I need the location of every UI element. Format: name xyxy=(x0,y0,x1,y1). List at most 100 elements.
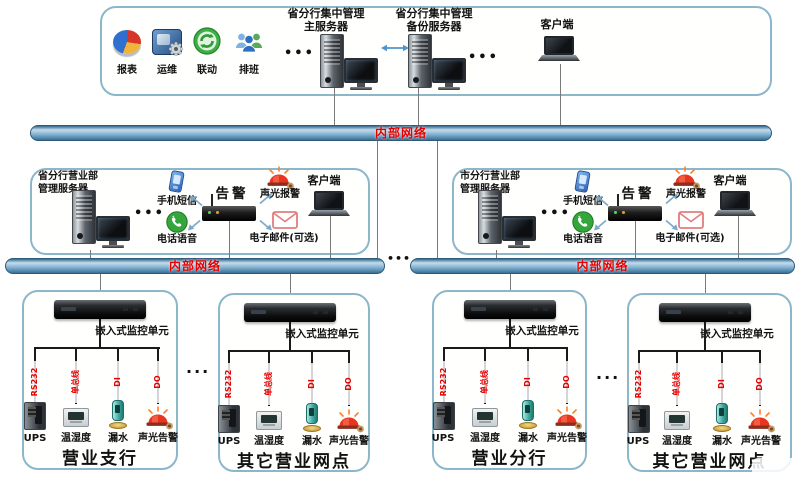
client-label: 客户端 xyxy=(307,174,341,187)
sensor-label: 漏水 xyxy=(302,436,322,447)
connector-line xyxy=(418,88,419,125)
sync-double-arrow-icon xyxy=(380,42,410,54)
client-label: 客户端 xyxy=(713,174,747,187)
connector-line xyxy=(377,141,378,258)
group-title: 其它营业网点 xyxy=(652,452,767,472)
monitoring-unit-icon xyxy=(244,303,336,322)
dept-server-icon xyxy=(72,188,134,252)
line-protocol-label: 单总线 xyxy=(264,363,274,405)
linkage-icon xyxy=(193,27,221,55)
alarm-label: 告警 xyxy=(215,186,249,202)
line-protocol-label: RS232 xyxy=(30,361,40,403)
line-protocol-label: DO xyxy=(344,363,354,405)
arrow-to-siren-icon xyxy=(258,191,274,205)
network-bar xyxy=(30,125,772,141)
ups-icon xyxy=(433,402,455,430)
sensor-label: 声光告警 xyxy=(329,436,369,447)
arrow-to-email-icon xyxy=(664,219,680,233)
connector-line xyxy=(100,274,101,302)
connector-line xyxy=(509,319,511,348)
water-leak-icon xyxy=(302,403,322,433)
function-label-scheduling: 排班 xyxy=(239,65,259,76)
monitoring-unit-icon xyxy=(54,300,146,319)
alarm-host-icon xyxy=(608,194,662,221)
function-label-linkage: 联动 xyxy=(197,65,217,76)
sensor-label: UPS xyxy=(23,433,47,444)
bus-line xyxy=(638,350,761,352)
sensor-label: 漏水 xyxy=(712,436,732,447)
line-protocol-label: 单总线 xyxy=(480,361,490,403)
ellipsis: ••• xyxy=(134,206,165,221)
client-label: 客户端 xyxy=(540,18,574,31)
line-protocol-label: DI xyxy=(523,361,533,403)
sensor-label: 温湿度 xyxy=(254,436,284,447)
gear-icon xyxy=(168,41,184,57)
monitoring-unit-label: 嵌入式监控单元 xyxy=(285,328,359,340)
operations-icon xyxy=(152,29,184,57)
ellipsis: ••• xyxy=(540,206,571,221)
city-dept-title-line1: 市分行营业部 xyxy=(460,171,520,182)
sensor-label: 声光告警 xyxy=(138,433,178,444)
province-dept-title-line1: 省分行营业部 xyxy=(38,171,98,182)
water-leak-icon xyxy=(108,400,128,430)
scheduling-people-icon xyxy=(234,29,264,55)
sensor-label: 声光告警 xyxy=(547,433,587,444)
main-server-label-line1: 省分行集中管理 xyxy=(287,7,365,20)
bus-line xyxy=(228,350,350,352)
connector-line xyxy=(635,221,636,258)
arrow-to-sms-icon xyxy=(594,193,610,207)
arrow-to-sms-icon xyxy=(188,193,204,207)
bus-line xyxy=(443,347,568,349)
email-icon xyxy=(272,211,298,229)
connector-line xyxy=(738,216,739,258)
voice-phone-icon xyxy=(572,211,594,233)
temp-humidity-icon xyxy=(256,411,282,430)
sensor-label: 声光告警 xyxy=(741,436,781,447)
main-server-label-line2: 主服务器 xyxy=(304,20,348,33)
voice-label: 电话语音 xyxy=(563,234,603,245)
group-title: 营业支行 xyxy=(62,449,138,469)
network-bar xyxy=(5,258,385,274)
email-icon xyxy=(678,211,704,229)
city-dept-title-line2: 管理服务器 xyxy=(460,184,560,196)
line-protocol-label: 单总线 xyxy=(71,361,81,403)
backup-server-label-line1: 省分行集中管理 xyxy=(395,7,473,20)
siren-icon xyxy=(552,406,582,430)
group-title: 其它营业网点 xyxy=(237,452,351,472)
monitoring-unit-icon xyxy=(659,303,751,322)
watermark-patch xyxy=(752,458,800,484)
line-protocol-label: DI xyxy=(307,363,317,405)
sensor-label: UPS xyxy=(217,436,241,447)
line-protocol-label: DO xyxy=(562,361,572,403)
sensor-label: 温湿度 xyxy=(662,436,692,447)
connector-line xyxy=(496,250,497,258)
connector-line xyxy=(289,322,291,351)
backup-server-icon xyxy=(408,34,470,92)
connector-line xyxy=(437,141,438,258)
siren-icon xyxy=(143,406,173,430)
monitoring-unit-label: 嵌入式监控单元 xyxy=(505,325,579,337)
arrow-to-email-icon xyxy=(258,219,274,233)
siren-icon xyxy=(264,166,294,190)
function-label-report: 报表 xyxy=(117,65,137,76)
ups-icon xyxy=(24,402,46,430)
connector-line xyxy=(510,274,511,302)
function-label-operations: 运维 xyxy=(157,65,177,76)
temp-humidity-icon xyxy=(472,408,498,427)
connector-line xyxy=(290,274,291,304)
sound-light-label: 声光报警 xyxy=(260,189,300,200)
email-label: 电子邮件(可选) xyxy=(655,233,725,244)
dept-server-icon xyxy=(478,188,540,252)
voice-phone-icon xyxy=(166,211,188,233)
ellipsis: ••• xyxy=(284,46,315,61)
group-title: 营业分行 xyxy=(471,449,548,469)
connector-line xyxy=(705,274,706,304)
siren-icon xyxy=(745,409,775,433)
monitoring-unit-icon xyxy=(464,300,556,319)
network-bar-label: 内部网络 xyxy=(374,126,427,140)
alarm-label: 告警 xyxy=(621,186,655,202)
province-dept-title-line2: 管理服务器 xyxy=(38,184,88,195)
line-protocol-label: DO xyxy=(755,363,765,405)
backup-server-label-line2: 备份服务器 xyxy=(406,20,462,33)
